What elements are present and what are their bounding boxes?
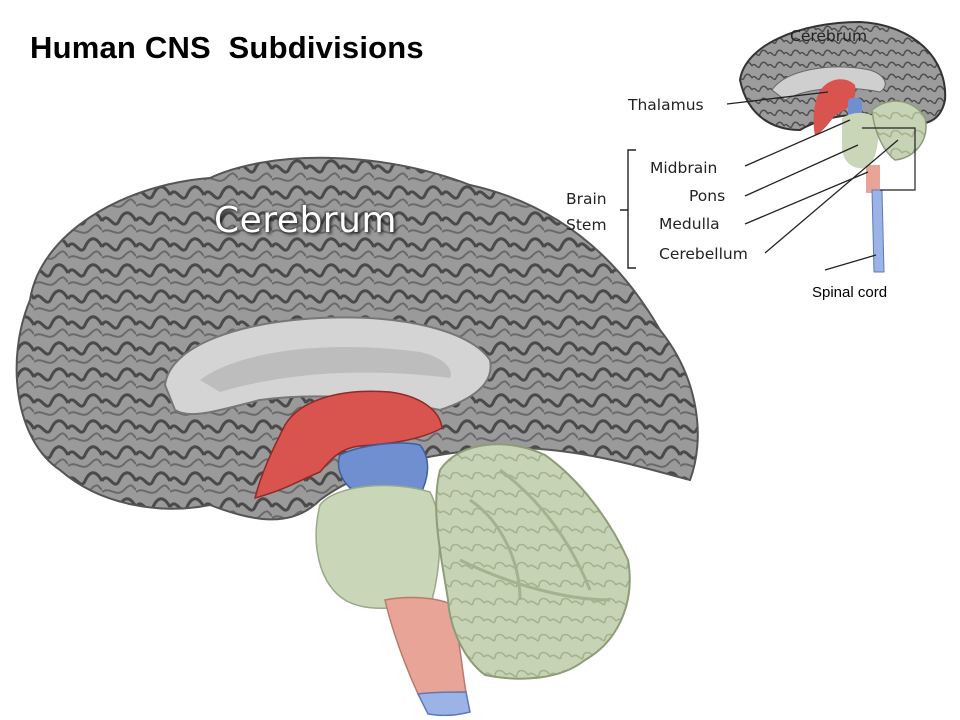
inset-diagram: Cerebrum Thalamus Midbrain Pons Medulla …: [566, 20, 947, 273]
inset-label-pons: Pons: [689, 187, 725, 205]
inset-thalamus: [813, 79, 856, 136]
inset-pons: [842, 112, 879, 169]
inset-label-cerebellum: Cerebellum: [659, 245, 748, 263]
spinal-cord-label: Spinal cord: [812, 284, 888, 301]
inset-cerebellum: [871, 100, 927, 161]
pons-region: [315, 484, 441, 609]
inset-medulla: [866, 165, 880, 193]
inset-label-brain: Brain: [566, 190, 607, 208]
cerebrum-region: [15, 156, 699, 521]
spinal-cord-region: [416, 691, 471, 717]
inset-label-medulla: Medulla: [659, 215, 720, 233]
inset-spinal-cord: [871, 189, 885, 273]
inset-label-stem: Stem: [566, 216, 607, 234]
inset-label-thalamus: Thalamus: [627, 96, 704, 114]
page-title: Human CNS Subdivisions: [30, 30, 424, 65]
inset-label-cerebrum: Cerebrum: [790, 27, 867, 45]
cerebrum-label: Cerebrum: [214, 200, 397, 241]
cerebellum-region: [435, 443, 631, 680]
inset-label-midbrain: Midbrain: [650, 159, 717, 177]
